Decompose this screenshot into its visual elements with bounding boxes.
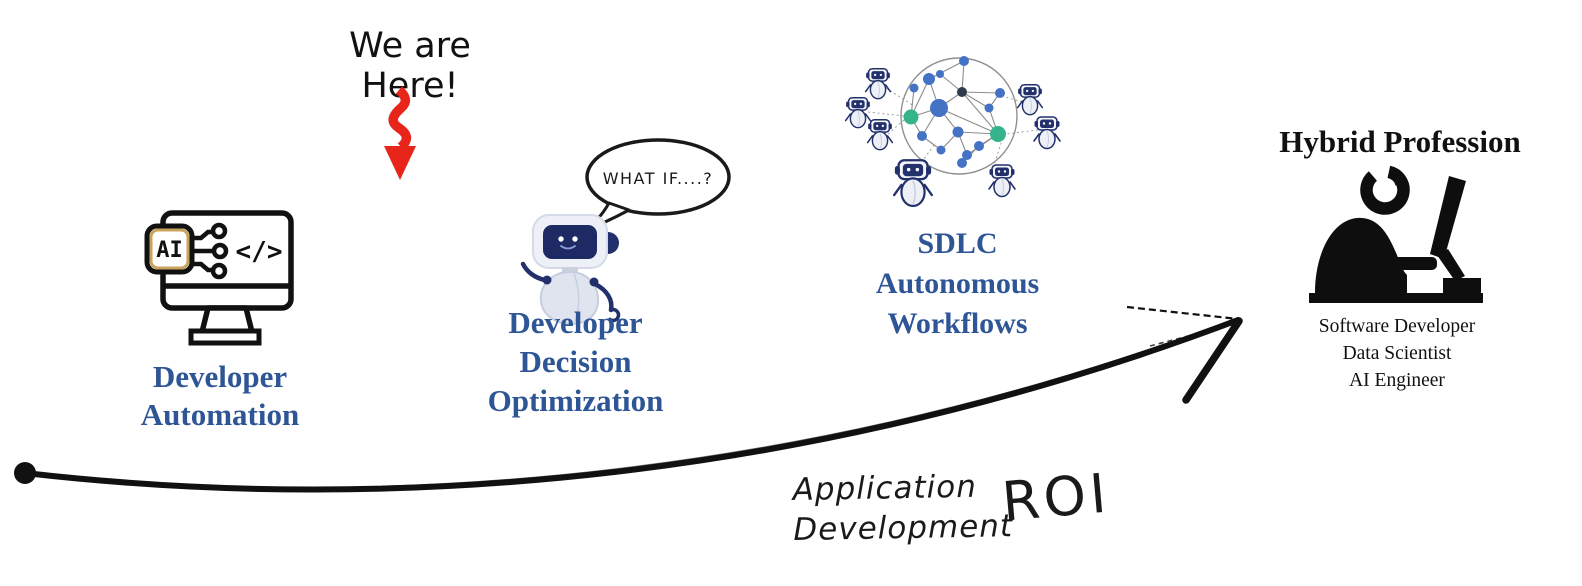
ai-monitor-icon: AI </> <box>144 210 294 346</box>
stage-title-developer-decision-optimization: Developer Decision Optimization <box>458 303 693 420</box>
axis-label-line: Development <box>793 508 1014 549</box>
title-line: Developer <box>152 359 288 394</box>
code-symbol: </> <box>236 237 283 267</box>
chip-label: AI <box>156 238 183 263</box>
role-item: Software Developer <box>1318 316 1476 337</box>
title-line: Decision <box>519 344 632 379</box>
what-if-robot-icon: WHAT IF....? <box>520 138 731 326</box>
network-nodes <box>903 56 1006 168</box>
application-development-label: Application Development <box>792 466 1023 550</box>
hybrid-roles-list: Software Developer Data Scientist AI Eng… <box>1297 313 1497 394</box>
title-line: Workflows <box>887 307 1028 340</box>
arrowhead-upper-barb <box>1126 305 1239 321</box>
arrowhead-lower-barb <box>1182 317 1243 404</box>
start-dot <box>14 462 36 484</box>
speech-bubble <box>585 138 731 216</box>
roi-label: ROI <box>999 461 1113 534</box>
stage-title-sdlc-autonomous-workflows: SDLC Autonomous Workflows <box>845 224 1070 344</box>
title-line: Autonomous <box>875 267 1040 300</box>
title-line: Automation <box>140 397 300 432</box>
title-line: Optimization <box>487 383 664 418</box>
stage-title-developer-automation: Developer Automation <box>110 358 330 434</box>
title-line: Developer <box>508 305 643 340</box>
network-boundary <box>900 57 1018 175</box>
squiggly-down-arrow-icon <box>384 86 416 180</box>
speech-bubble-text: WHAT IF....? <box>603 169 714 188</box>
role-item: Data Scientist <box>1342 343 1452 364</box>
robot-network-icon <box>844 56 1061 208</box>
title-line: SDLC <box>917 227 998 260</box>
role-item: AI Engineer <box>1349 370 1445 391</box>
person-at-computer-icon <box>1309 165 1483 303</box>
axis-label-line: Application <box>792 468 978 509</box>
hybrid-profession-title: Hybrid Profession <box>1279 124 1521 159</box>
